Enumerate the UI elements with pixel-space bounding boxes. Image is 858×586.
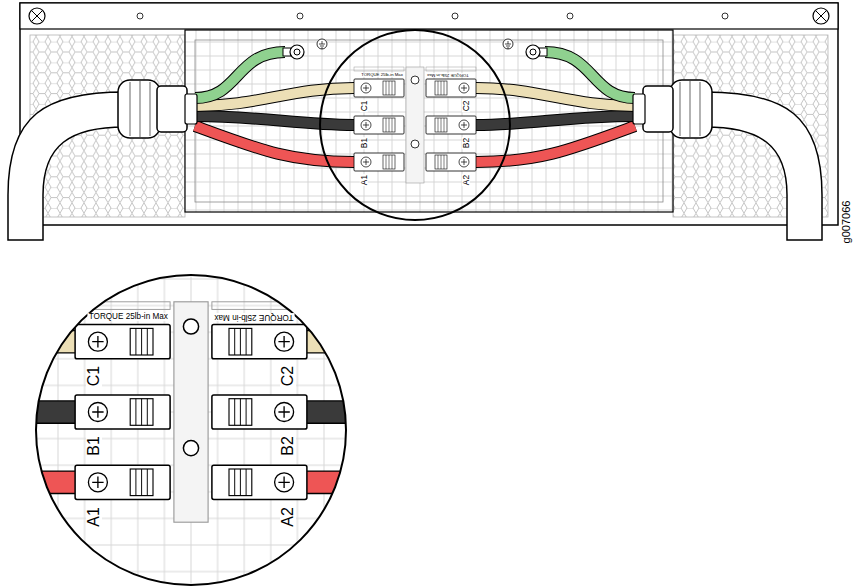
torque-note: TORQUE 25lb-in Max: [360, 73, 404, 77]
illustration-part: [297, 13, 303, 19]
terminal-label: A1: [86, 506, 102, 528]
illustration-part: [29, 8, 45, 24]
illustration-part: [75, 302, 307, 522]
terminal-label: C1: [360, 100, 368, 113]
illustration-part: [452, 13, 458, 19]
illustration-part: [32, 11, 42, 21]
torque-note: TORQUE 25lb-in Max: [213, 313, 294, 321]
illustration-part: [20, 3, 838, 29]
illustration-part: [36, 275, 346, 585]
illustration-part: [816, 11, 826, 21]
illustration-part: [320, 30, 510, 220]
illustration-part: [354, 67, 476, 183]
terminal-label: A2: [280, 506, 296, 528]
terminal-label: C1: [86, 365, 102, 387]
terminal-label: B1: [360, 137, 368, 149]
torque-note: TORQUE 25lb-in Max: [88, 313, 169, 321]
torque-note: TORQUE 25lb-in Max: [426, 73, 470, 77]
terminal-label: B1: [86, 435, 102, 457]
illustration-part: [0, 184, 438, 586]
illustration-part: [722, 13, 728, 19]
terminal-label: B2: [280, 435, 296, 457]
illustration-part: [476, 39, 822, 240]
terminal-label: A2: [462, 174, 470, 186]
illustration-part: [0, 184, 438, 586]
illustration-part: [0, 184, 438, 586]
illustration-part: [137, 13, 143, 19]
terminal-label: B2: [462, 137, 470, 149]
terminal-label: A1: [360, 174, 368, 186]
illustration-part: [813, 8, 829, 24]
figure-id: g007066: [841, 200, 852, 245]
illustration-part: [8, 39, 354, 240]
terminal-label: C2: [462, 100, 470, 113]
illustration-part: [567, 13, 573, 19]
terminal-label: C2: [280, 365, 296, 387]
